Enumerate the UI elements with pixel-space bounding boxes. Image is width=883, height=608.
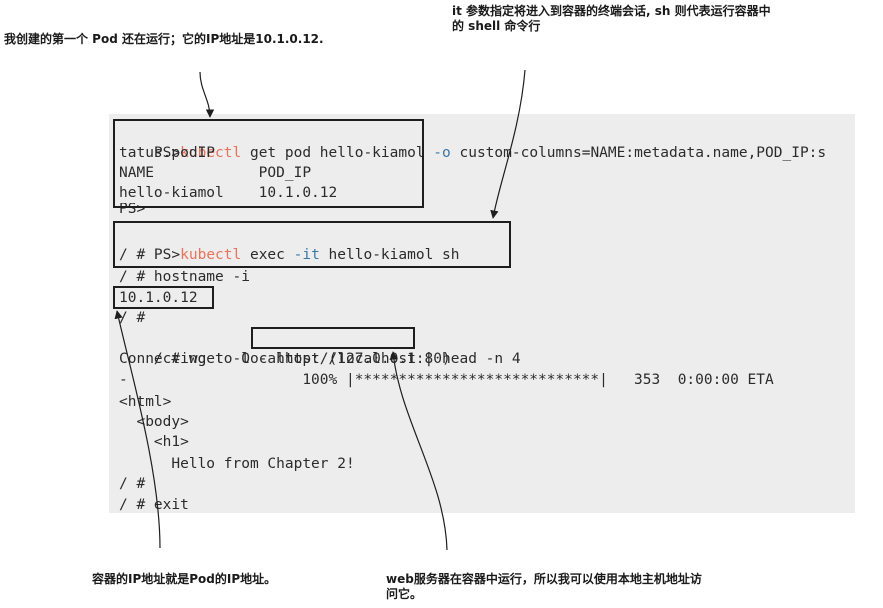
annotation-it-param-line1: it 参数指定将进入到容器的终端会话, sh 则代表运行容器中 <box>452 4 771 18</box>
terminal-line: PS>kubectl get pod hello-kiamol -o custo… <box>119 123 826 161</box>
option-flag: -it <box>293 247 320 263</box>
arrow-pod-running <box>199 71 215 118</box>
terminal-line: Hello from Chapter 2! <box>119 456 355 472</box>
terminal-window[interactable]: PS>kubectl get pod hello-kiamol -o custo… <box>109 114 855 513</box>
terminal-line: / # hostname -i <box>119 269 250 285</box>
terminal-line: tatus.podIP <box>119 145 216 161</box>
terminal-line: / # wget -O - http://localhost | head -n… <box>119 329 521 367</box>
highlight-box-exec <box>113 221 511 268</box>
terminal-line: <body> <box>119 414 189 430</box>
command-rest: hello-kiamol sh <box>319 247 460 263</box>
prompt: PS> <box>153 145 181 161</box>
head-command: | head -n 4 <box>415 351 521 367</box>
terminal-line: / # <box>119 247 146 263</box>
terminal-line: PS>kubectl exec -it hello-kiamol sh <box>119 225 460 263</box>
terminal-line: 10.1.0.12 <box>119 290 198 306</box>
command-args: get pod hello-kiamol <box>241 145 434 161</box>
annotation-web-server-line1: web服务器在容器中运行，所以我可以使用本地主机地址访 <box>386 572 702 586</box>
wget-command: / # wget -O - <box>153 351 277 367</box>
kubectl-command: kubectl <box>180 145 242 161</box>
terminal-line: NAME POD_IP <box>119 165 312 181</box>
option-flag: -o <box>433 145 451 161</box>
command-rest: custom-columns=NAME:metadata.name,POD_IP… <box>450 145 827 161</box>
highlight-box-get-pod <box>113 119 424 208</box>
terminal-line: <h1> <box>119 434 189 450</box>
command-args: exec <box>241 247 294 263</box>
annotation-container-ip: 容器的IP地址就是Pod的IP地址。 <box>92 572 277 586</box>
prompt: PS> <box>153 247 181 263</box>
arrow-it-param <box>490 69 526 219</box>
terminal-line: - 100% |****************************| 35… <box>119 372 774 388</box>
kubectl-command: kubectl <box>180 247 242 263</box>
arrow-web-server <box>389 351 448 551</box>
terminal-line: / # <box>119 310 146 326</box>
highlight-box-ip <box>113 286 214 309</box>
terminal-line: <html> <box>119 394 172 410</box>
annotation-it-param-line2: 的 shell 命令行 <box>452 19 541 33</box>
terminal-line: / # exit <box>119 497 189 513</box>
terminal-line: hello-kiamol 10.1.0.12 <box>119 185 338 201</box>
arrow-container-ip <box>114 310 161 549</box>
highlight-box-localhost <box>251 327 415 349</box>
annotation-web-server-line2: 问它。 <box>386 587 423 601</box>
annotation-pod-running: 我创建的第一个 Pod 还在运行；它的IP地址是10.1.0.12. <box>4 32 324 46</box>
terminal-line: / # <box>119 476 146 492</box>
localhost-url: http://localhost <box>276 351 416 367</box>
